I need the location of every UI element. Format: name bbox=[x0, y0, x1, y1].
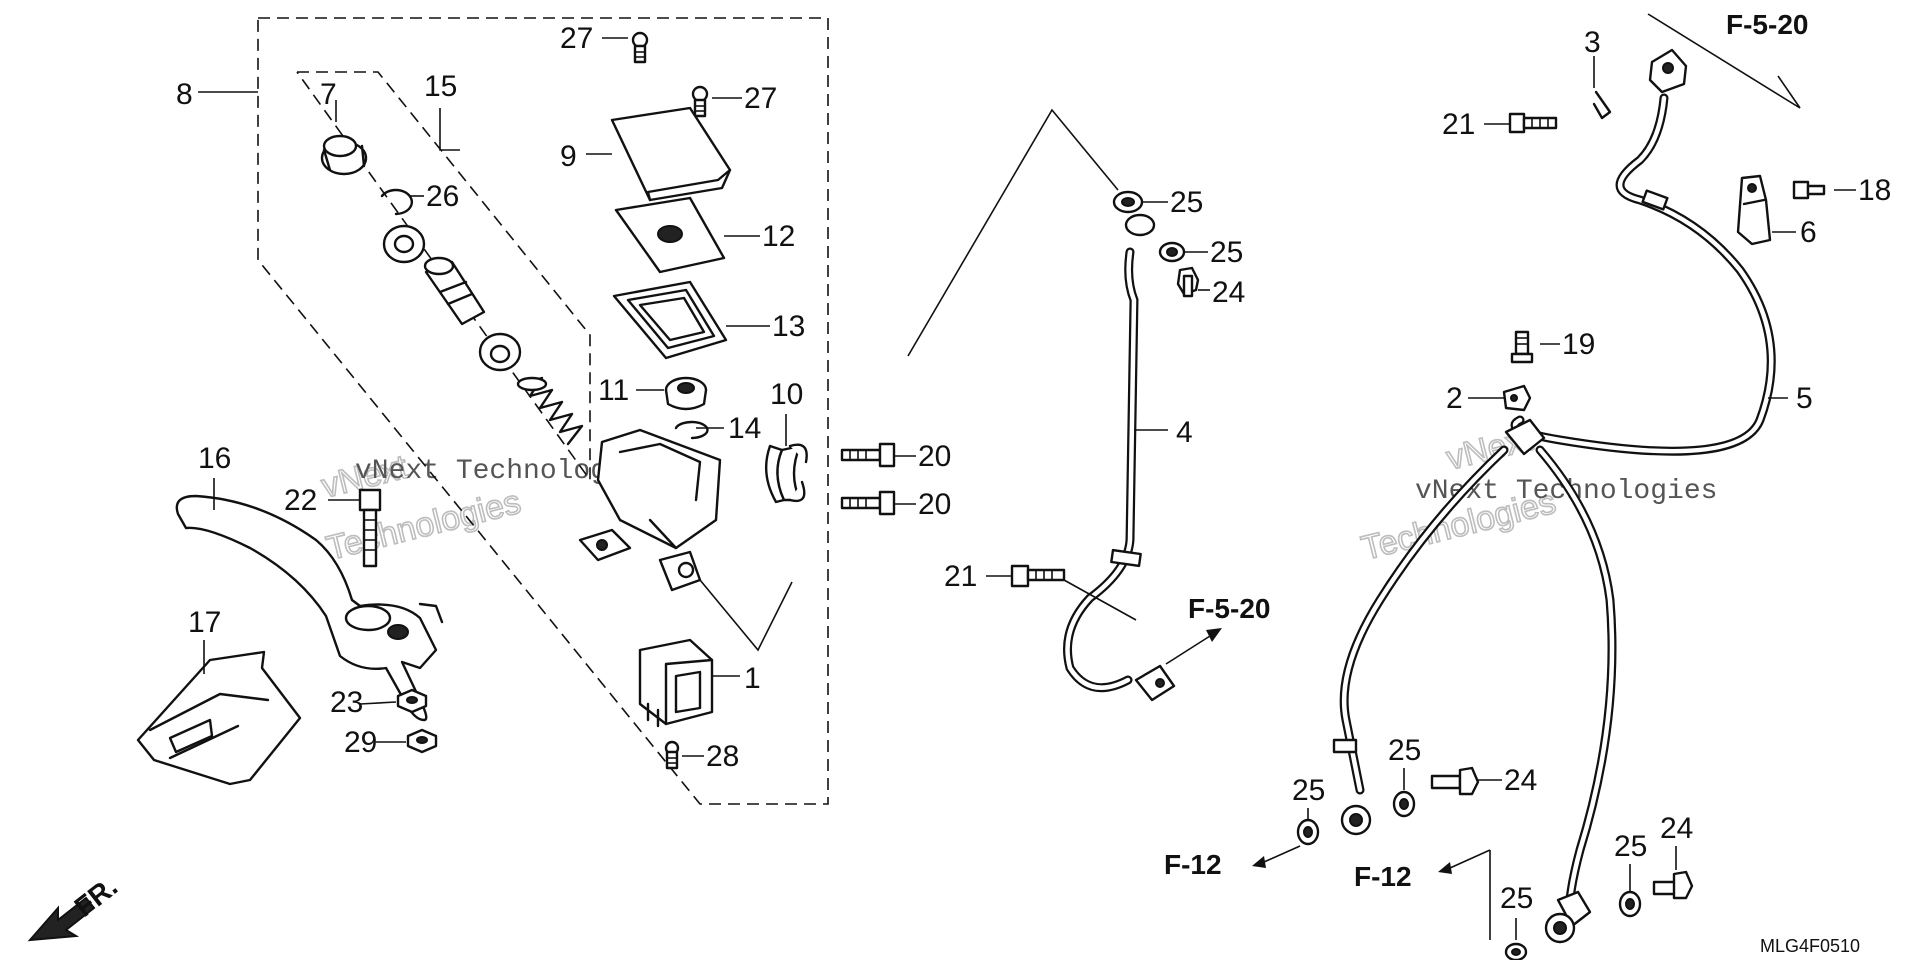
bolt-20-upper bbox=[840, 442, 896, 468]
reference-f-5-20-center: F-5-20 bbox=[1188, 593, 1270, 624]
callout-24-lower: 24 bbox=[1660, 812, 1693, 845]
callout-18: 18 bbox=[1858, 174, 1891, 207]
clip-2 bbox=[1502, 384, 1532, 412]
callout-4: 4 bbox=[1176, 416, 1193, 449]
bracket-6 bbox=[1736, 174, 1772, 246]
assembly-outline-8 bbox=[257, 17, 829, 805]
callout-22: 22 bbox=[284, 484, 317, 517]
callout-25-e: 25 bbox=[1614, 830, 1647, 863]
nut-23 bbox=[396, 688, 428, 714]
screw-28 bbox=[664, 740, 680, 770]
callout-11: 11 bbox=[598, 374, 629, 407]
callout-19: 19 bbox=[1562, 328, 1595, 361]
callout-7: 7 bbox=[320, 78, 337, 111]
seal-15 bbox=[478, 332, 522, 372]
callout-23: 23 bbox=[330, 686, 363, 719]
watermark: vNext Technologies vNext Technologies vN… bbox=[317, 419, 1718, 569]
callout-25-c: 25 bbox=[1388, 734, 1421, 767]
bolt-18 bbox=[1792, 180, 1826, 200]
callout-5: 5 bbox=[1796, 382, 1813, 415]
reference-labels: F-5-20 F-5-20 F-12 F-12 bbox=[1164, 9, 1808, 892]
reference-f-5-20-top: F-5-20 bbox=[1726, 9, 1808, 40]
callout-29: 29 bbox=[344, 726, 377, 759]
leader-lines bbox=[198, 13, 1856, 940]
screw-27-top bbox=[631, 31, 649, 64]
callout-20-upper: 20 bbox=[918, 440, 951, 473]
washer-25-f bbox=[1504, 942, 1528, 962]
hose-joint bbox=[1504, 418, 1546, 456]
callout-21-right: 21 bbox=[1442, 108, 1475, 141]
washer-25-d bbox=[1296, 818, 1320, 846]
banjo-bolt-24-c bbox=[1652, 870, 1694, 900]
callout-25-top: 25 bbox=[1170, 186, 1203, 219]
cup-15 bbox=[382, 224, 426, 264]
diagram-code: MLG4F0510 bbox=[1760, 936, 1860, 956]
banjo-bolt-21-center bbox=[1010, 564, 1066, 588]
callout-3: 3 bbox=[1584, 26, 1601, 59]
washer-25-c bbox=[1392, 790, 1416, 818]
circlip-14 bbox=[674, 420, 709, 440]
piston-15 bbox=[423, 256, 486, 326]
callout-24-center: 24 bbox=[1212, 276, 1245, 309]
callout-28: 28 bbox=[706, 740, 739, 773]
bolt-20-lower bbox=[840, 490, 896, 516]
clamp-3 bbox=[1592, 90, 1612, 120]
washer-25-e bbox=[1618, 890, 1642, 918]
callout-26: 26 bbox=[426, 180, 459, 213]
callout-12: 12 bbox=[762, 220, 795, 253]
banjo-bolt-24-a bbox=[1176, 266, 1200, 298]
brake-hose-lower-left bbox=[1332, 445, 1509, 836]
diaphragm-13 bbox=[612, 280, 728, 360]
callout-21-center: 21 bbox=[944, 560, 977, 593]
callout-25-f: 25 bbox=[1500, 882, 1533, 915]
diaphragm-plate-12 bbox=[614, 196, 726, 274]
reservoir-cap-9 bbox=[610, 106, 732, 202]
banjo-bolt-24-b bbox=[1430, 766, 1480, 796]
callout-15: 15 bbox=[424, 70, 457, 103]
float-11 bbox=[664, 376, 708, 411]
callout-14: 14 bbox=[728, 412, 761, 445]
screw-27-right bbox=[691, 85, 709, 118]
callout-25-mid: 25 bbox=[1210, 236, 1243, 269]
callout-8: 8 bbox=[176, 78, 193, 111]
callout-27-right: 27 bbox=[744, 82, 777, 115]
spring-15 bbox=[516, 376, 584, 446]
banjo-bolt-21-right bbox=[1508, 112, 1558, 134]
callout-27-top: 27 bbox=[560, 22, 593, 55]
reference-f-12-right: F-12 bbox=[1354, 861, 1412, 892]
callout-6: 6 bbox=[1800, 216, 1817, 249]
callout-17: 17 bbox=[188, 606, 221, 639]
washer-25-a bbox=[1112, 190, 1144, 214]
reference-f-12-left: F-12 bbox=[1164, 849, 1222, 880]
nut-29 bbox=[406, 728, 438, 754]
callout-16: 16 bbox=[198, 442, 231, 475]
brake-switch-1 bbox=[638, 638, 714, 728]
pivot-bolt-22 bbox=[358, 488, 382, 568]
callout-24-right: 24 bbox=[1504, 764, 1537, 797]
callout-25-d: 25 bbox=[1292, 774, 1325, 807]
brake-hose-4 bbox=[1063, 213, 1176, 702]
washer-25-b bbox=[1158, 241, 1186, 263]
lever-cover-17 bbox=[136, 650, 302, 786]
callout-10: 10 bbox=[770, 378, 803, 411]
boot-7 bbox=[320, 134, 368, 176]
holder-10 bbox=[764, 443, 808, 504]
reference-arrows bbox=[1165, 628, 1491, 874]
brake-hose-5 bbox=[1510, 48, 1776, 456]
bolt-19 bbox=[1510, 330, 1534, 364]
callout-9: 9 bbox=[560, 140, 577, 173]
callout-13: 13 bbox=[772, 310, 805, 343]
callout-20-lower: 20 bbox=[918, 488, 951, 521]
master-cylinder-body bbox=[578, 428, 722, 592]
circlip-26 bbox=[380, 188, 414, 216]
callout-labels: 1 2 3 4 5 6 7 8 9 10 11 12 13 14 15 16 1… bbox=[176, 22, 1891, 915]
brake-hose-lower-right bbox=[1535, 445, 1617, 944]
callout-1: 1 bbox=[744, 662, 761, 695]
brake-lever-16 bbox=[175, 494, 444, 722]
front-direction-arrow: FR. bbox=[27, 871, 123, 942]
callout-2: 2 bbox=[1446, 382, 1463, 415]
